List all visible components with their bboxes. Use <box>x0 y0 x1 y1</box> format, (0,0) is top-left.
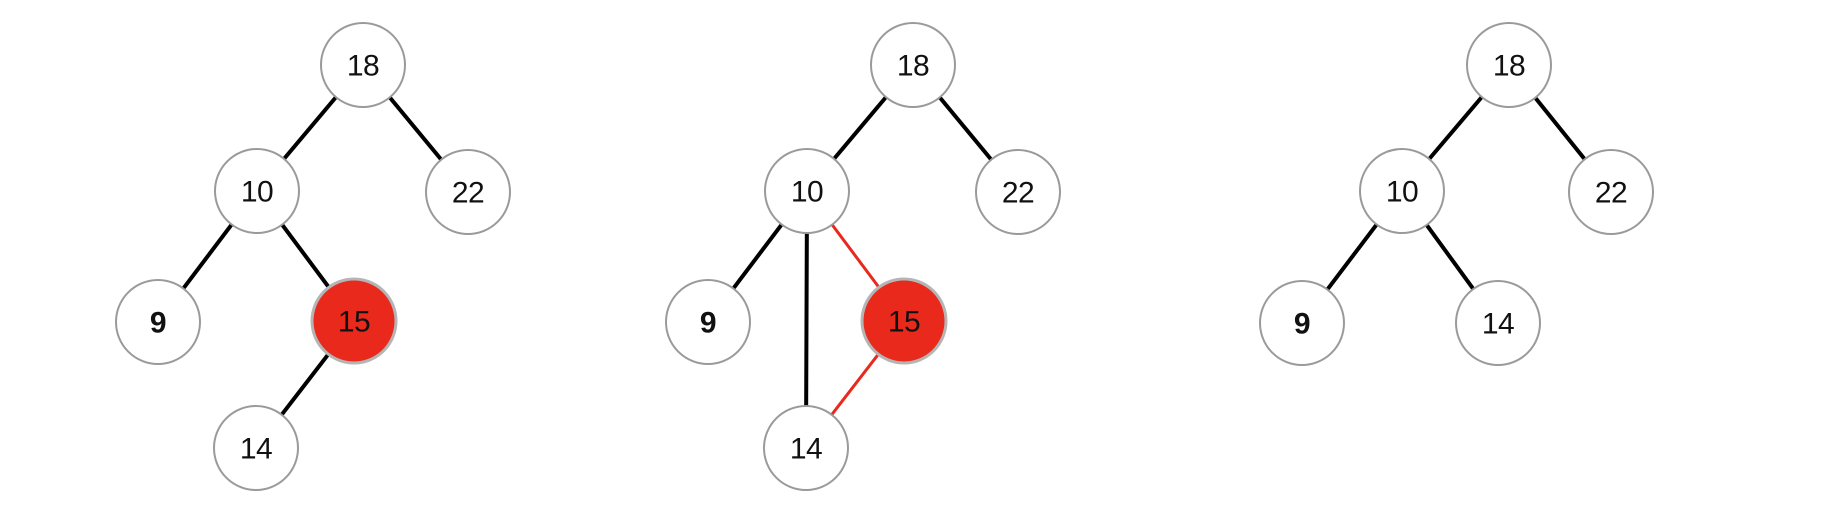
node-label: 15 <box>888 306 920 339</box>
node-label: 9 <box>700 307 716 340</box>
node-label: 18 <box>897 50 929 83</box>
tree-edge-n10-n9 <box>730 221 785 292</box>
node-label: 22 <box>1595 177 1627 210</box>
edge-layer <box>730 94 994 418</box>
tree-node-22[interactable]: 22 <box>425 149 511 235</box>
node-circle-highlighted[interactable] <box>860 277 948 365</box>
tree-node-15[interactable]: 15 <box>860 277 948 365</box>
node-circle[interactable] <box>425 149 511 235</box>
tree-edge-n18-n22 <box>1532 94 1588 163</box>
node-label: 22 <box>1002 177 1034 210</box>
tree-edge-n18-n22 <box>937 94 994 163</box>
tree-node-18[interactable]: 18 <box>320 22 406 108</box>
node-label: 10 <box>241 176 273 209</box>
node-circle[interactable] <box>665 279 751 365</box>
tree-edge-n18-n22 <box>387 94 444 163</box>
node-label: 18 <box>1493 50 1525 83</box>
tree-node-18[interactable]: 18 <box>870 22 956 108</box>
node-circle[interactable] <box>214 148 300 234</box>
tree-node-9[interactable]: 9 <box>115 279 201 365</box>
node-circle[interactable] <box>870 22 956 108</box>
edge-layer <box>180 94 444 418</box>
tree-edge-n15-n14 <box>279 351 331 418</box>
tree-edge-n10-n9 <box>1324 221 1380 293</box>
edge-layer <box>1324 94 1588 293</box>
tree-edge-n15-n14 <box>829 351 881 418</box>
node-circle[interactable] <box>1568 149 1654 235</box>
node-circle[interactable] <box>1466 22 1552 108</box>
tree-node-10[interactable]: 10 <box>1359 148 1445 234</box>
node-circle[interactable] <box>1359 148 1445 234</box>
node-circle[interactable] <box>320 22 406 108</box>
tree-before: 18 10 22 9 15 14 <box>115 22 511 491</box>
node-label: 9 <box>150 307 166 340</box>
tree-edge-n18-n10 <box>281 94 339 162</box>
tree-node-9[interactable]: 9 <box>1259 280 1345 366</box>
tree-edge-n10-n15 <box>830 222 881 290</box>
tree-edge-n18-n10 <box>1426 94 1485 162</box>
tree-node-10[interactable]: 10 <box>764 148 850 234</box>
node-circle[interactable] <box>975 149 1061 235</box>
node-circle[interactable] <box>1455 280 1541 366</box>
tree-edge-n10-n15 <box>279 221 332 291</box>
node-label: 14 <box>790 433 822 466</box>
node-label: 15 <box>338 306 370 339</box>
tree-edge-n10-n14 <box>1424 222 1476 292</box>
node-label: 10 <box>791 176 823 209</box>
tree-node-22[interactable]: 22 <box>1568 149 1654 235</box>
tree-node-14[interactable]: 14 <box>1455 280 1541 366</box>
node-label: 9 <box>1294 308 1310 341</box>
node-circle[interactable] <box>115 279 201 365</box>
tree-edge-n10-n9 <box>180 221 235 292</box>
node-label: 18 <box>347 50 379 83</box>
node-circle[interactable] <box>213 405 299 491</box>
tree-node-22[interactable]: 22 <box>975 149 1061 235</box>
node-circle[interactable] <box>1259 280 1345 366</box>
node-label: 14 <box>1482 308 1514 341</box>
node-circle[interactable] <box>764 148 850 234</box>
tree-node-10[interactable]: 10 <box>214 148 300 234</box>
tree-node-9[interactable]: 9 <box>665 279 751 365</box>
tree-after: 18 10 22 9 14 <box>1259 22 1654 366</box>
tree-edge-n18-n10 <box>831 94 889 162</box>
node-label: 22 <box>452 177 484 210</box>
tree-node-18[interactable]: 18 <box>1466 22 1552 108</box>
node-circle[interactable] <box>763 405 849 491</box>
tree-node-14[interactable]: 14 <box>213 405 299 491</box>
tree-node-14[interactable]: 14 <box>763 405 849 491</box>
node-circle-highlighted[interactable] <box>310 277 398 365</box>
node-label: 14 <box>240 433 272 466</box>
tree-relink: 18 10 22 9 15 14 <box>665 22 1061 491</box>
tree-edge-n10-n14 <box>804 229 809 410</box>
tree-node-15[interactable]: 15 <box>310 277 398 365</box>
node-label: 10 <box>1386 176 1418 209</box>
